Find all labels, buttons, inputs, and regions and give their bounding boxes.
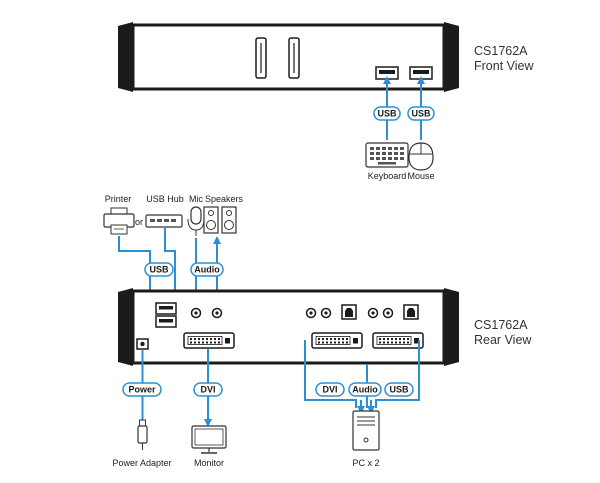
- keyboard-icon: [365, 142, 409, 168]
- keyboard-label: Keyboard: [368, 171, 407, 181]
- pc-audio-pill: Audio: [348, 382, 382, 397]
- front-usb-pill-keyboard: USB: [373, 106, 401, 121]
- front-right-bracket: [444, 22, 459, 92]
- rear-body: [131, 289, 446, 365]
- pc-usb-pill: USB: [384, 382, 414, 397]
- or-label: or: [135, 217, 143, 227]
- rear-view-subtitle: Rear View: [474, 333, 532, 347]
- power-adapter-icon: [137, 419, 148, 450]
- usb-hub-label: USB Hub: [146, 194, 184, 204]
- power-pill-label: Power: [128, 385, 156, 395]
- pc-tower-icon: [352, 410, 380, 451]
- front-view-title: CS1762A: [474, 44, 528, 58]
- rear-left-bracket: [118, 288, 133, 366]
- pc-usb-b-ports: [341, 304, 419, 320]
- pc-label: PC x 2: [352, 458, 379, 468]
- monitor-dvi-pill-label: DVI: [200, 385, 215, 395]
- front-left-bracket: [118, 22, 133, 92]
- power-adapter-label: Power Adapter: [112, 458, 171, 468]
- pc-audio-pill-label: Audio: [352, 385, 378, 395]
- pc-dvi-pill: DVI: [315, 382, 345, 397]
- rear-view-title: CS1762A: [474, 318, 528, 332]
- microphone-icon: [187, 206, 205, 236]
- front-usb-pill-keyboard-label: USB: [377, 109, 397, 119]
- mouse-label: Mouse: [407, 171, 434, 181]
- rear-audio-pill-label: Audio: [194, 265, 220, 275]
- rear-usb-ports: [155, 302, 177, 328]
- front-usb-pill-mouse-label: USB: [411, 109, 431, 119]
- printer-label: Printer: [105, 194, 132, 204]
- power-jack: [136, 338, 149, 350]
- rear-right-bracket: [444, 288, 459, 366]
- rear-unit: [118, 288, 459, 366]
- front-view-subtitle: Front View: [474, 59, 534, 73]
- rear-audio-pill: Audio: [190, 262, 224, 277]
- console-audio-jacks: [190, 307, 223, 319]
- rear-usb-pill: USB: [144, 262, 174, 277]
- front-unit: [118, 22, 459, 92]
- pc-usb-pill-label: USB: [389, 385, 409, 395]
- speakers-icon: [203, 206, 237, 234]
- front-usb-pill-mouse: USB: [407, 106, 435, 121]
- pc-dvi-port-2: [372, 332, 424, 349]
- monitor-icon: [191, 425, 227, 454]
- speakers-label: Speakers: [205, 194, 244, 204]
- mic-label: Mic: [189, 194, 203, 204]
- pc-dvi-port-1: [311, 332, 363, 349]
- monitor-dvi-pill: DVI: [193, 382, 223, 397]
- printer-icon: [103, 207, 135, 235]
- power-pill: Power: [122, 382, 162, 397]
- pc-dvi-pill-label: DVI: [322, 385, 337, 395]
- usb-hub-icon: [145, 214, 183, 228]
- monitor-label: Monitor: [194, 458, 224, 468]
- console-dvi-port: [183, 332, 235, 349]
- rear-usb-pill-label: USB: [149, 265, 169, 275]
- pc-audio-jacks: [305, 307, 394, 319]
- mouse-icon: [408, 142, 434, 171]
